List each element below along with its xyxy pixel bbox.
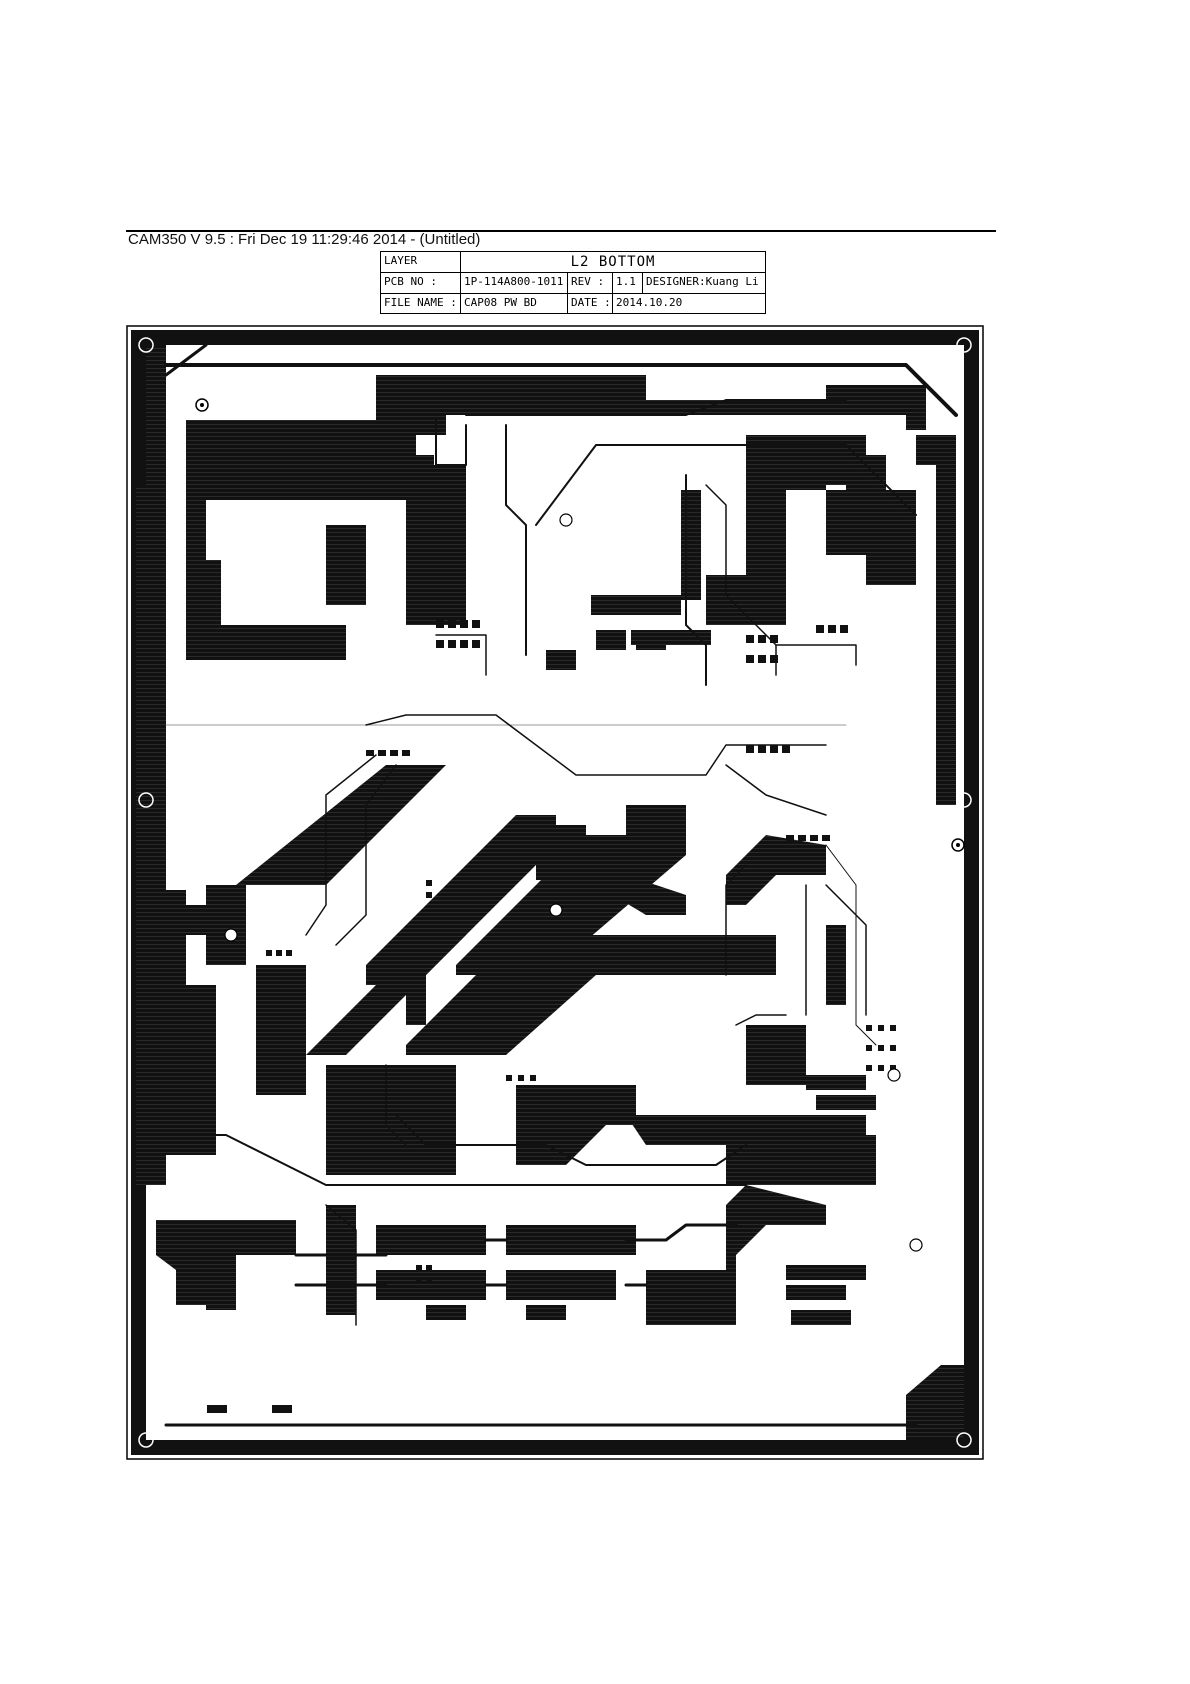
file-name-value: CAP08 PW BD [461, 294, 568, 313]
pcb-no-label: PCB NO : [381, 273, 461, 293]
file-name-label: FILE NAME : [381, 294, 461, 313]
date-value: 2014.10.20 [613, 294, 765, 313]
pcb-svg [126, 325, 984, 1460]
title-row-layer: LAYER L2 BOTTOM [381, 252, 765, 273]
window-title: CAM350 V 9.5 : Fri Dec 19 11:29:46 2014 … [128, 231, 480, 248]
title-row-file: FILE NAME : CAP08 PW BD DATE : 2014.10.2… [381, 294, 765, 313]
rev-value: 1.1 [613, 273, 643, 293]
rev-label: REV : [568, 273, 613, 293]
designer: DESIGNER:Kuang Li [643, 273, 765, 293]
pcb-layer-artwork [126, 325, 984, 1460]
layer-label: LAYER [381, 252, 461, 272]
title-row-pcb: PCB NO : 1P-114A800-1011 REV : 1.1 DESIG… [381, 273, 765, 294]
pcb-no-value: 1P-114A800-1011 [461, 273, 568, 293]
layer-value: L2 BOTTOM [461, 252, 765, 272]
title-block: LAYER L2 BOTTOM PCB NO : 1P-114A800-1011… [380, 251, 766, 314]
date-label: DATE : [568, 294, 613, 313]
